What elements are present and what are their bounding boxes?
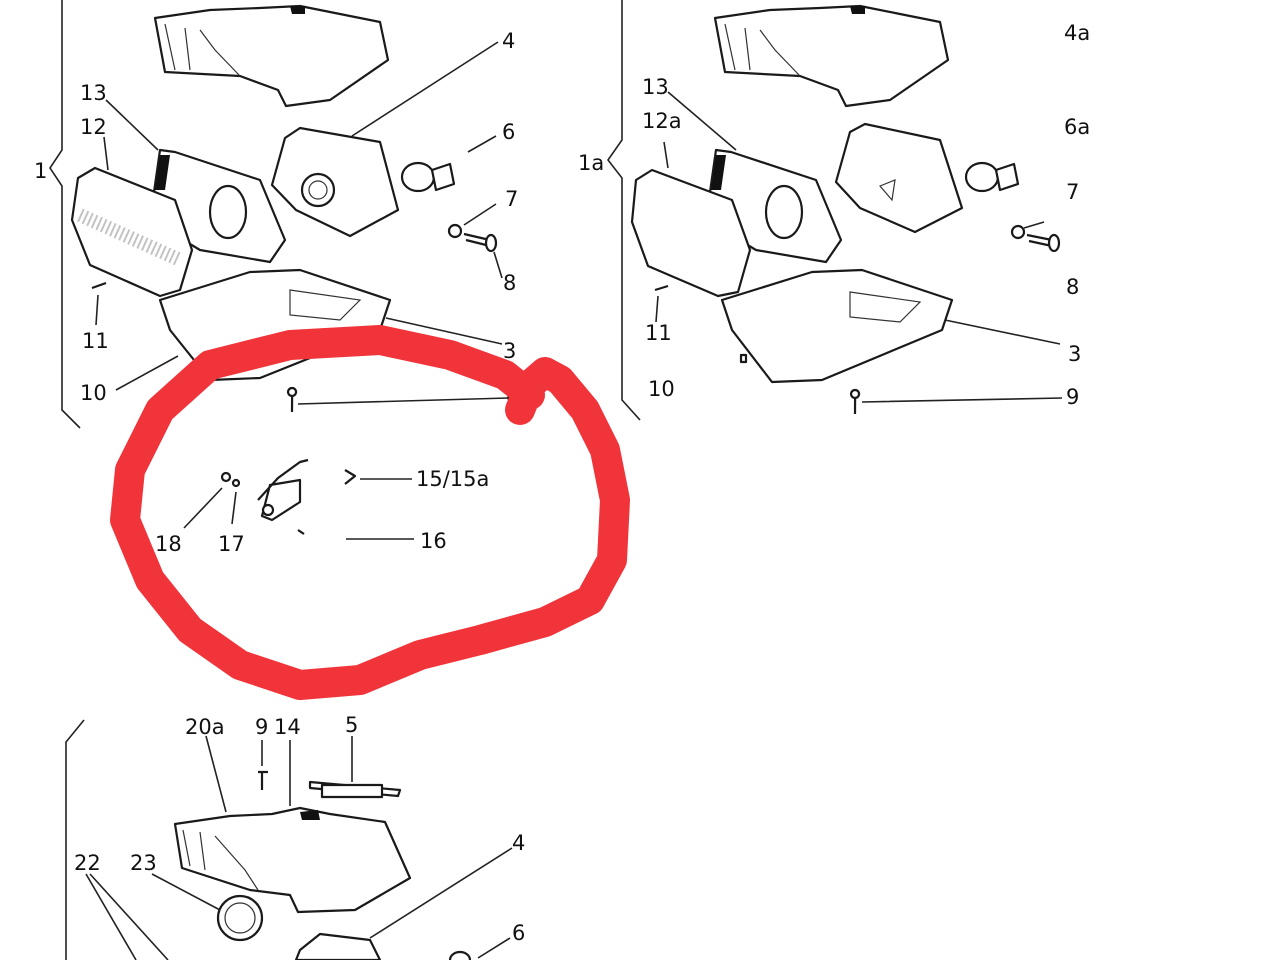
screw xyxy=(849,388,861,415)
clip xyxy=(344,469,357,485)
label-20a: 20a xyxy=(185,715,225,739)
cover-notch xyxy=(850,6,865,14)
assembly-bracket xyxy=(607,0,641,421)
lens xyxy=(70,166,194,298)
housing-cover xyxy=(153,4,390,108)
leader-lines xyxy=(85,735,513,960)
screw xyxy=(654,284,669,292)
nut xyxy=(739,353,748,364)
left-assembly: 1 13 12 4 6 7 8 11 3 10 9 xyxy=(34,0,519,429)
label-17: 17 xyxy=(218,532,245,556)
label-4a: 4a xyxy=(1064,21,1090,45)
cover-detail xyxy=(182,829,259,891)
assembly-bracket xyxy=(49,0,81,429)
lamp-base xyxy=(720,268,954,384)
label-4: 4 xyxy=(502,29,515,53)
nut xyxy=(220,471,232,483)
bulb xyxy=(964,161,1000,193)
label-6a: 6a xyxy=(1064,115,1090,139)
label-11: 11 xyxy=(82,329,109,353)
cover-notch xyxy=(300,810,320,820)
label-6: 6 xyxy=(502,120,515,144)
cover-detail xyxy=(164,23,241,77)
bulb xyxy=(448,950,472,960)
label-7: 7 xyxy=(505,187,518,211)
label-10: 10 xyxy=(648,377,675,401)
label-3: 3 xyxy=(1068,342,1081,366)
label-1a: 1a xyxy=(578,151,604,175)
right-assembly: 4a 13 12a 1a 6a 7 8 11 3 10 9 xyxy=(578,0,1090,421)
reflector-shadow xyxy=(711,155,726,190)
housing-cover xyxy=(173,806,412,914)
lamp-holder xyxy=(270,126,400,238)
label-15-15a: 15/15a xyxy=(416,467,489,491)
leader-lines xyxy=(655,91,1063,403)
base-detail xyxy=(849,291,922,323)
label-14: 14 xyxy=(274,715,301,739)
washer xyxy=(447,223,463,239)
label-5: 5 xyxy=(345,713,358,737)
bulb xyxy=(400,161,436,193)
socket xyxy=(300,172,336,208)
label-13: 13 xyxy=(80,81,107,105)
reflector-opening xyxy=(764,184,804,240)
housing-cover xyxy=(713,4,950,108)
label-6: 6 xyxy=(512,921,525,945)
washer xyxy=(231,478,241,488)
pin xyxy=(297,529,305,535)
label-3: 3 xyxy=(503,339,516,363)
label-11: 11 xyxy=(645,321,672,345)
reflector-opening xyxy=(208,184,248,240)
label-8: 8 xyxy=(1066,275,1079,299)
screw xyxy=(258,770,268,790)
label-8: 8 xyxy=(503,271,516,295)
label-7: 7 xyxy=(1066,180,1079,204)
label-4: 4 xyxy=(512,831,525,855)
label-12a: 12a xyxy=(642,109,682,133)
label-16: 16 xyxy=(420,529,447,553)
lens xyxy=(630,168,752,298)
lamp-holder xyxy=(834,122,964,234)
bulb-base xyxy=(430,162,456,192)
cover-notch xyxy=(290,6,305,14)
label-18: 18 xyxy=(155,532,182,556)
socket-inner xyxy=(308,180,328,200)
leader-lines xyxy=(183,478,414,540)
label-12: 12 xyxy=(80,115,107,139)
leader-lines xyxy=(95,41,509,405)
bottom-assembly: 20a 9 14 5 4 22 23 6 xyxy=(65,713,525,960)
screw-head xyxy=(484,233,498,253)
reflector-shadow xyxy=(155,155,170,190)
label-23: 23 xyxy=(130,851,157,875)
washer xyxy=(1010,224,1026,240)
assembly-bracket xyxy=(65,719,85,960)
base-detail xyxy=(289,289,362,321)
label-9: 9 xyxy=(1066,385,1079,409)
bracket-pivot xyxy=(261,503,275,517)
label-10: 10 xyxy=(80,381,107,405)
label-13: 13 xyxy=(642,75,669,99)
screw xyxy=(286,386,298,413)
label-9: 9 xyxy=(255,715,268,739)
holder-detail xyxy=(878,179,896,202)
screw-head xyxy=(1047,233,1061,253)
lamp-glass-body xyxy=(320,783,384,799)
cover-detail xyxy=(724,23,801,77)
lens-texture xyxy=(77,208,183,267)
bulb-base xyxy=(994,162,1020,192)
grommet-inner xyxy=(224,902,256,934)
label-22: 22 xyxy=(74,851,101,875)
red-circle-annotation xyxy=(110,325,630,700)
lamp-holder xyxy=(294,932,382,960)
label-1: 1 xyxy=(34,159,47,183)
screw xyxy=(91,281,107,290)
